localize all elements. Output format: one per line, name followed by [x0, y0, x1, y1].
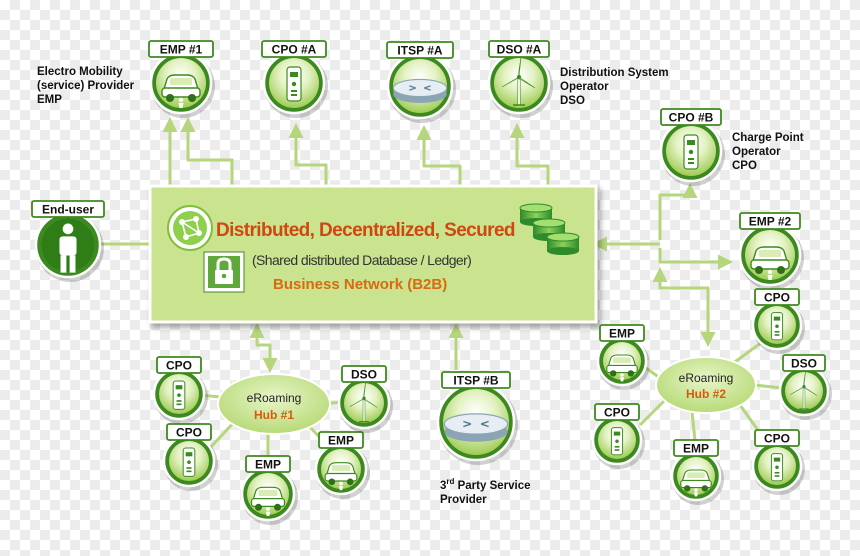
- svg-text:CPO: CPO: [732, 160, 757, 172]
- network-nodes-icon: [167, 205, 213, 251]
- business-network-panel: Distributed, Decentralized, Secured: [148, 184, 598, 324]
- svg-text:EMP: EMP: [37, 94, 62, 106]
- node-label: CPO: [764, 291, 790, 305]
- node-cpoA[interactable]: CPO #A: [261, 40, 328, 118]
- node-label: EMP: [328, 434, 354, 448]
- node-label: CPO #A: [272, 43, 317, 57]
- node-emp2[interactable]: EMP #2: [738, 212, 804, 290]
- node-itspA[interactable]: ITSP #A: [386, 41, 456, 123]
- svg-text:Charge Point: Charge Point: [732, 132, 804, 144]
- hub-2-name: eRoaming: [679, 371, 734, 385]
- database-stack-icon: [519, 203, 580, 255]
- node-h1_emp_a[interactable]: EMP: [240, 455, 298, 525]
- node-label: CPO: [764, 432, 790, 446]
- svg-text:3rd Party Service: 3rd Party Service: [440, 477, 531, 492]
- charger-icon: [286, 66, 302, 102]
- node-label: DSO: [351, 368, 377, 382]
- padlock-icon: [203, 251, 245, 293]
- charger-icon: [610, 427, 624, 456]
- node-h2_cpo_c[interactable]: CPO: [751, 429, 805, 495]
- node-label: CPO #B: [669, 111, 714, 125]
- node-label: ITSP #A: [397, 44, 442, 58]
- node-label: DSO #A: [497, 43, 542, 57]
- hub-1-name: eRoaming: [247, 391, 302, 405]
- caption-cpo: Charge Point Operator CPO: [732, 132, 804, 172]
- node-label: EMP: [609, 327, 635, 341]
- node-h1_cpo_a[interactable]: CPO: [152, 356, 208, 424]
- hub-1-number: Hub #1: [254, 408, 294, 422]
- charger-icon: [683, 134, 699, 170]
- network-label: Business Network (B2B): [273, 276, 447, 293]
- node-label: EMP: [683, 442, 709, 456]
- router-icon: [392, 78, 448, 104]
- connectors: [98, 117, 783, 468]
- node-label: EMP #2: [749, 215, 792, 229]
- node-h2_emp_a[interactable]: EMP: [596, 324, 650, 390]
- charger-icon: [172, 380, 186, 410]
- node-label: CPO: [166, 359, 192, 373]
- charger-icon: [182, 447, 196, 477]
- node-label: DSO: [791, 357, 817, 371]
- network-subtitle: (Shared distributed Database / Ledger): [252, 252, 471, 268]
- svg-text:Operator: Operator: [732, 146, 781, 158]
- node-dsoA[interactable]: DSO #A: [487, 40, 553, 118]
- caption-dso: Distribution System Operator DSO: [560, 67, 669, 107]
- node-emp1[interactable]: EMP #1: [148, 40, 215, 118]
- router-icon: [443, 413, 509, 443]
- node-label: EMP #1: [160, 43, 203, 57]
- node-label: EMP: [255, 458, 281, 472]
- node-h2_cpo_a[interactable]: CPO: [591, 403, 645, 469]
- svg-text:Electro Mobility: Electro Mobility: [37, 66, 123, 78]
- network-headline: Distributed, Decentralized, Secured: [216, 220, 515, 241]
- node-label: ITSP #B: [453, 374, 498, 388]
- svg-text:Distribution System: Distribution System: [560, 67, 669, 79]
- hub-2[interactable]: eRoaming Hub #2: [655, 356, 757, 414]
- node-enduser[interactable]: End-user: [31, 200, 105, 282]
- svg-text:Provider: Provider: [440, 494, 487, 506]
- svg-text:DSO: DSO: [560, 95, 585, 107]
- svg-text:Operator: Operator: [560, 81, 609, 93]
- nodes-layer: EMP #1 CPO #A ITSP #A DSO #A CPO #B EMP #2 End…: [31, 40, 832, 525]
- node-cpoB[interactable]: CPO #B: [659, 108, 725, 186]
- node-label: CPO: [176, 426, 202, 440]
- node-itspB[interactable]: ITSP #B: [436, 371, 518, 465]
- hub-2-number: Hub #2: [686, 387, 726, 401]
- node-h2_cpo_b[interactable]: CPO: [751, 288, 805, 354]
- hub-1[interactable]: eRoaming Hub #1: [217, 373, 331, 435]
- node-h2_emp_b[interactable]: EMP: [670, 439, 724, 505]
- node-h2_dso[interactable]: DSO: [778, 354, 832, 420]
- node-h1_cpo_b[interactable]: CPO: [162, 423, 218, 491]
- node-h1_dso[interactable]: DSO: [337, 365, 393, 433]
- caption-emp: Electro Mobility (service) Provider EMP: [37, 66, 135, 106]
- node-label: CPO: [604, 406, 630, 420]
- charger-icon: [770, 312, 784, 341]
- caption-third-party: 3rd Party Service Provider: [440, 477, 531, 506]
- node-h1_emp_b[interactable]: EMP: [314, 431, 370, 499]
- charger-icon: [770, 453, 784, 482]
- svg-text:(service) Provider: (service) Provider: [37, 80, 135, 92]
- node-label: End-user: [42, 203, 94, 217]
